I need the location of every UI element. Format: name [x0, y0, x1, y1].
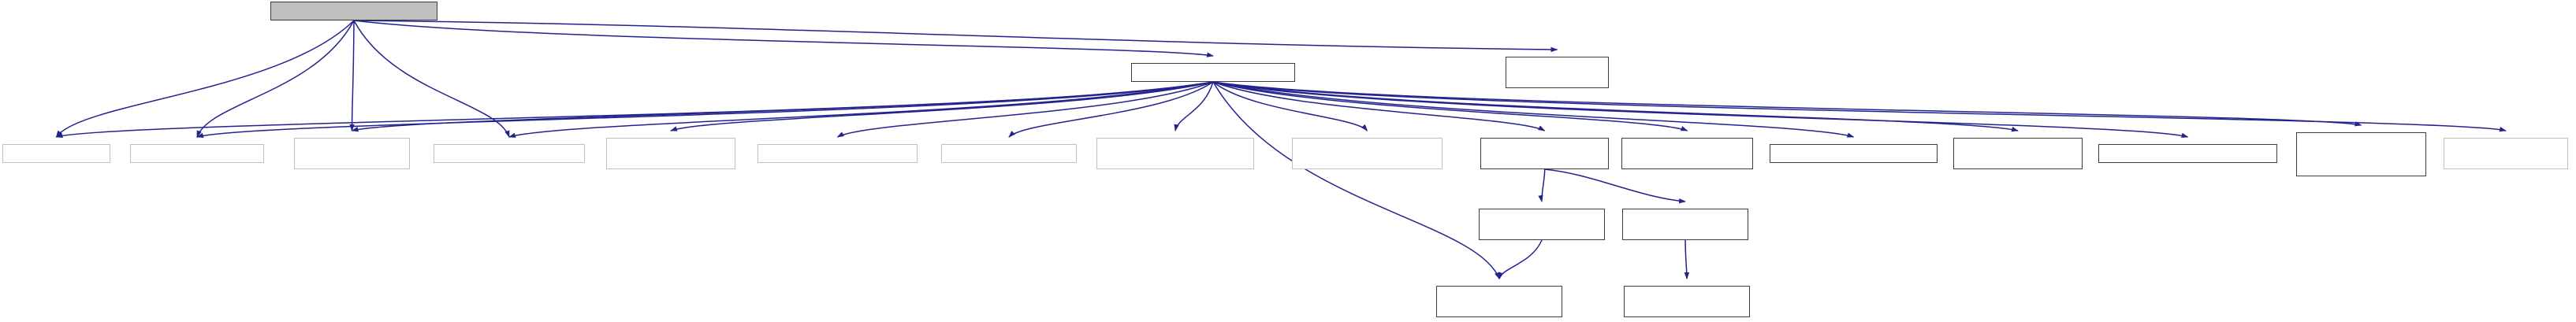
edge-geoutil-to-randutil1 [1544, 168, 1686, 204]
edge-root-to-ppfh [55, 20, 355, 138]
edge-ppfreg-to-pointsarray [670, 81, 1214, 131]
edge-pclutil1-to-pclutil2 [1498, 239, 1543, 279]
edge-randutil1-to-randutil2 [1684, 239, 1690, 279]
graph-node-pclutil2[interactable] [1436, 286, 1562, 317]
edge-root-to-ppfreg [353, 20, 1214, 57]
graph-node-geoutil[interactable] [1480, 138, 1609, 169]
edge-ppfreg-to-pc2 [508, 81, 1214, 138]
edge-ppfreg-to-approxtime [1212, 81, 2362, 127]
edge-root-to-pc2 [353, 20, 510, 138]
edge-ppfreg-to-posearray [836, 81, 1214, 138]
graph-node-randutil2[interactable] [1624, 286, 1750, 317]
edge-ppfreg-to-diagnostic [1212, 81, 1368, 131]
graph-root-node[interactable] [270, 2, 437, 20]
graph-node-pclppfreg [294, 138, 410, 169]
graph-node-ppfh [2, 144, 110, 163]
edge-ppfreg-to-pose [1008, 81, 1214, 138]
graph-node-pclconv[interactable] [1621, 138, 1753, 169]
edge-ppfreg-to-ppfcfg [1174, 81, 1214, 131]
graph-node-normal3d [130, 144, 264, 163]
edge-ppfreg-to-pclppfreg [351, 81, 1214, 132]
edge-geoutil-to-pclutil1 [1538, 168, 1546, 202]
graph-node-pose [941, 144, 1077, 163]
graph-node-timesync[interactable] [1953, 138, 2083, 169]
graph-node-pc2 [434, 144, 585, 163]
graph-node-dynrecfg [2444, 138, 2568, 169]
graph-node-pluginlib[interactable] [1506, 57, 1609, 88]
graph-node-pointsarray [606, 138, 735, 169]
edge-root-to-normal3d [196, 20, 355, 138]
edge-ppfreg-to-pclconv [1212, 81, 1688, 131]
graph-node-ppfreg[interactable] [1131, 63, 1295, 82]
graph-node-approxtime[interactable] [2296, 132, 2426, 176]
edge-ppfreg-to-subscriber [1212, 81, 1855, 138]
edge-ppfreg-to-normal3d [196, 81, 1214, 138]
edge-ppfreg-to-timesync [1212, 81, 2019, 132]
edge-root-to-pluginlib [353, 20, 1558, 53]
graph-node-pclutil1[interactable] [1479, 209, 1605, 240]
edge-ppfreg-to-pclutil2 [1212, 81, 1500, 279]
edge-ppfreg-to-sync [1212, 81, 2189, 138]
graph-node-diagnostic [1292, 138, 1442, 169]
edge-root-to-pclppfreg [349, 20, 355, 131]
graph-node-subscriber[interactable] [1770, 144, 1938, 163]
edge-ppfreg-to-dynrecfg [1212, 81, 2507, 132]
graph-node-posearray [758, 144, 918, 163]
graph-node-randutil1[interactable] [1622, 209, 1748, 240]
graph-node-sync[interactable] [2098, 144, 2277, 163]
edge-ppfreg-to-geoutil [1212, 81, 1546, 131]
graph-node-ppfcfg [1096, 138, 1254, 169]
